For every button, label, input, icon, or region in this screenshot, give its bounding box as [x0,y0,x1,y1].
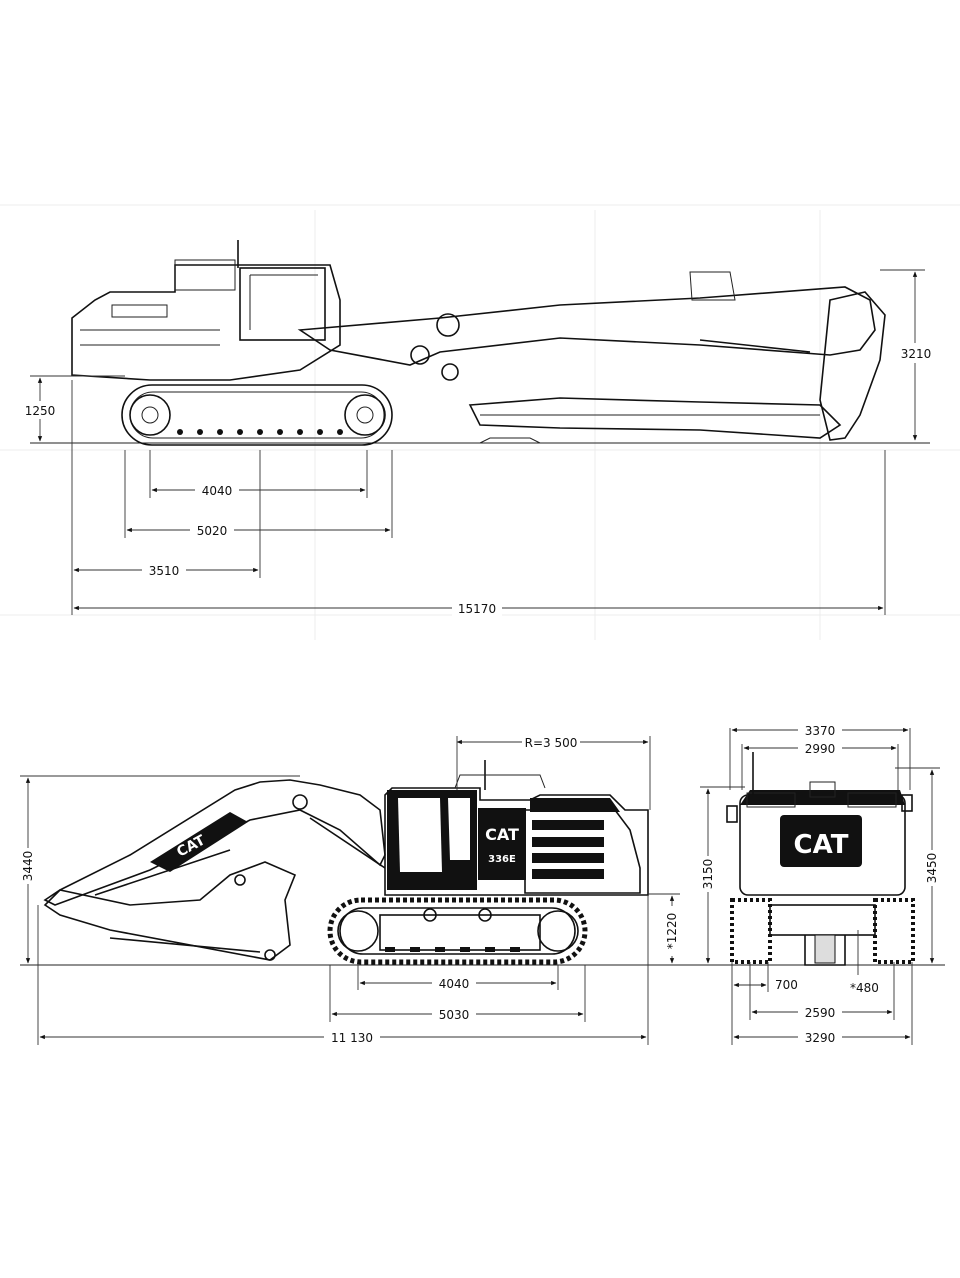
side-dimensions: R=3 500 3440 *1220 4040 5030 [19,734,681,1045]
dim-side-overall-length: 11 130 [331,1031,373,1045]
dim-rear-width-upper: 2990 [805,742,836,756]
dim-track-height: 1250 [25,404,56,418]
side-track [327,897,588,965]
dim-tail-to-center: 3510 [149,564,180,578]
dim-track-length: 5020 [197,524,228,538]
dim-height-total: 3210 [901,347,932,361]
side-view: CAT 336E CAT [19,734,945,1045]
side-boom: CAT [43,779,386,961]
dim-rear-gauge: 2590 [805,1006,836,1020]
engine-grille [532,820,604,879]
dim-rear-width-top: 3370 [805,724,836,738]
rear-view: CAT 3370 2990 3150 [699,722,941,1045]
dim-rear-cab-height: 3150 [701,859,715,890]
rear-cat-panel [780,815,862,867]
side-panel [478,808,526,880]
top-dimensions: 3210 1250 4040 5020 3510 [20,269,937,616]
dim-shoe-width: 700 [775,978,798,992]
rear-cat-logo: CAT [794,830,849,860]
dim-tail-radius: R=3 500 [525,736,578,750]
dim-side-overall-height: 3440 [21,851,35,882]
dim-rear-overall-height: 3450 [925,853,939,884]
model-label: 336E [488,854,516,865]
top-long-reach-boom [297,271,886,444]
side-cat-logo: CAT [485,825,519,844]
dim-side-track-length: 5030 [439,1008,470,1022]
rear-track-left [730,898,772,964]
dim-overall-length: 15170 [458,602,496,616]
dim-ground-clearance: *480 [850,981,879,995]
top-drawing: 3210 1250 4040 5020 3510 [0,204,960,640]
top-track [121,384,393,446]
rear-dimensions: 3370 2990 3150 3450 700 *480 [699,722,941,1045]
dim-side-tumbler: 4040 [439,977,470,991]
dim-tumbler-distance: 4040 [202,484,233,498]
dim-rear-overall-width: 3290 [805,1031,836,1045]
top-upper-house [71,240,341,381]
rear-track-right [873,898,915,964]
side-house: CAT 336E [384,760,649,896]
dim-clearance: *1220 [665,913,679,950]
